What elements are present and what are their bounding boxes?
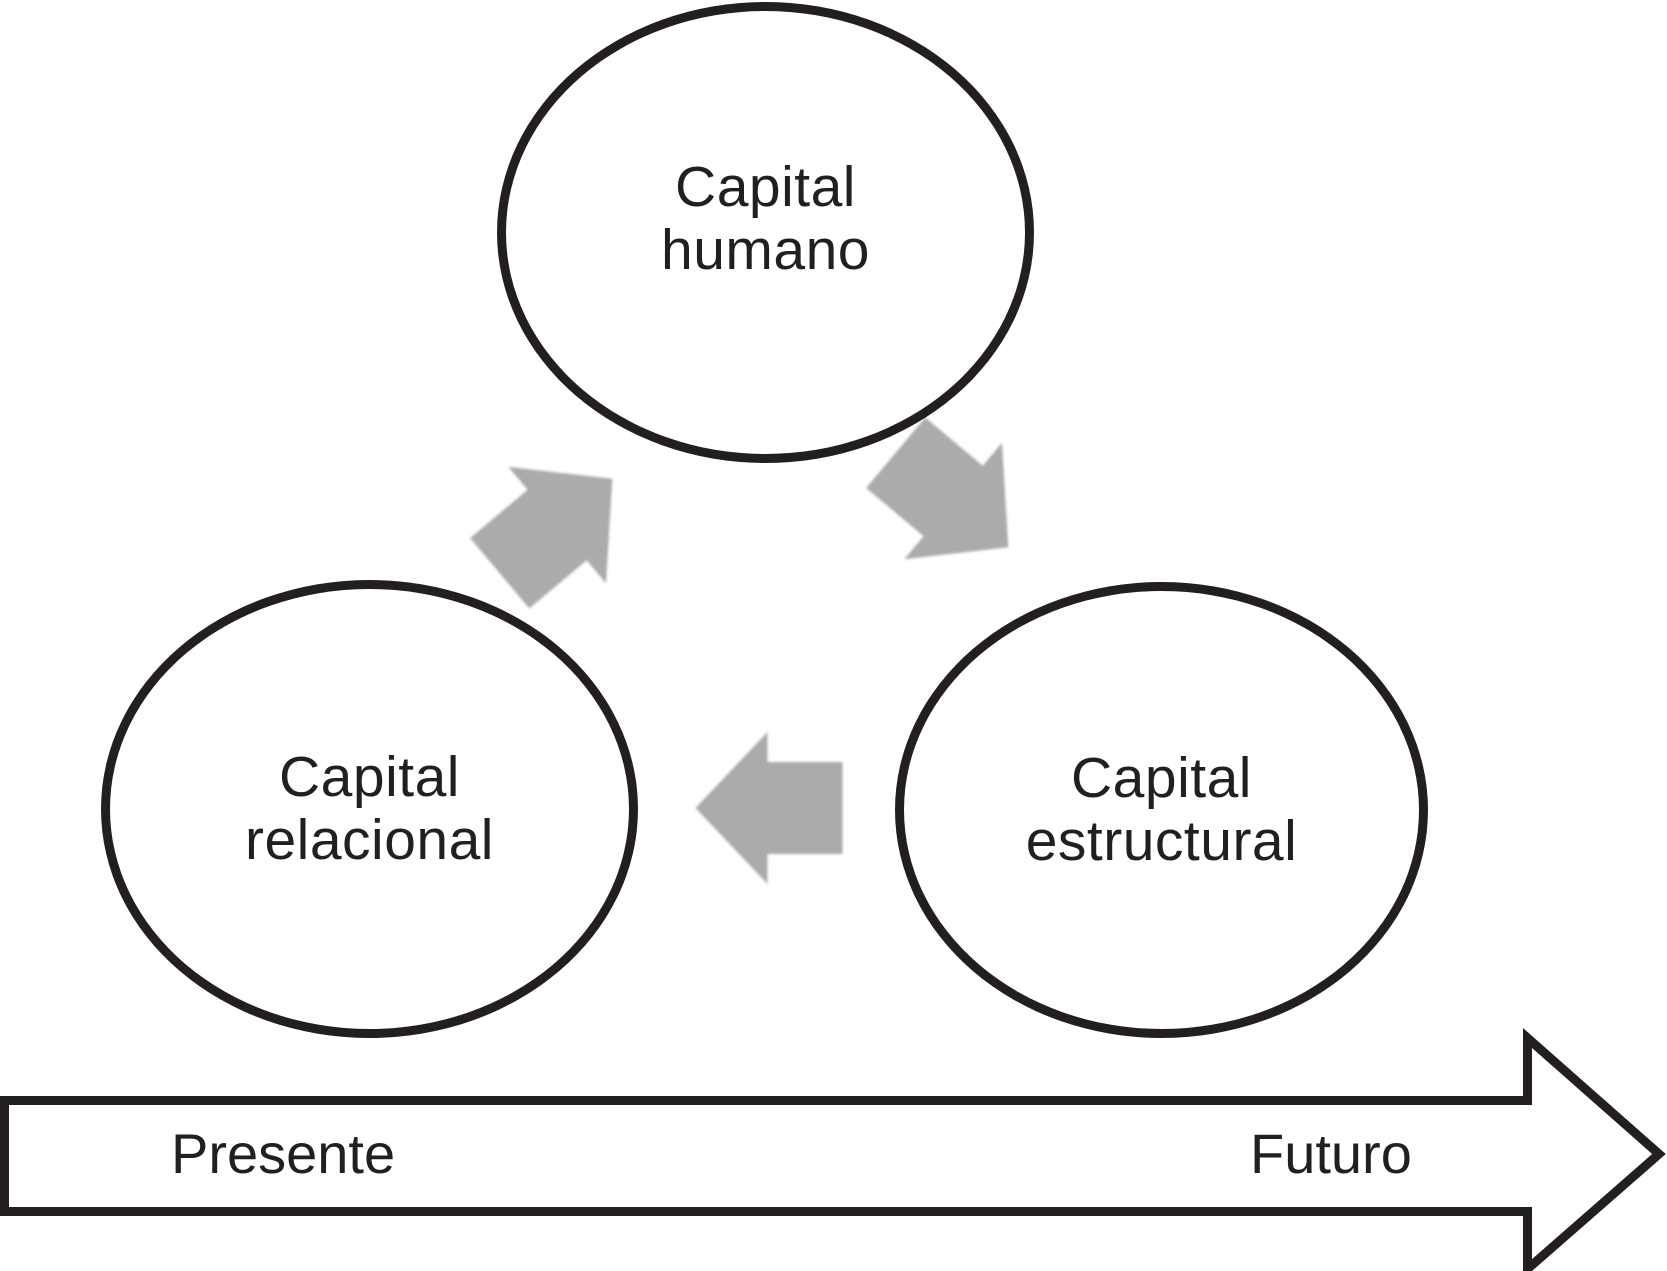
node-label-line: relacional [245, 808, 494, 872]
node-label-line: Capital [279, 745, 460, 810]
node-label-line: estructural [1025, 809, 1298, 873]
node-capital-relacional: Capital relacional [101, 580, 638, 1038]
cycle-arrow-left-icon [695, 732, 843, 884]
node-capital-humano: Capital humano [497, 2, 1034, 463]
timeline-label-presente: Presente [171, 1122, 396, 1185]
timeline-label-futuro: Futuro [1250, 1122, 1412, 1185]
node-label-line: Capital [675, 154, 856, 219]
cycle-arrow-down-right-icon [866, 417, 1009, 560]
cycle-arrow-up-right-icon [470, 466, 613, 609]
node-capital-estructural-label: Capital estructural [1026, 747, 1298, 872]
node-capital-relacional-label: Capital relacional [245, 746, 494, 871]
node-capital-humano-label: Capital humano [661, 156, 870, 281]
node-capital-estructural: Capital estructural [895, 582, 1428, 1038]
timeline-arrow [0, 1028, 1666, 1271]
node-label-line: Capital [1071, 746, 1252, 811]
node-label-line: humano [661, 217, 870, 282]
